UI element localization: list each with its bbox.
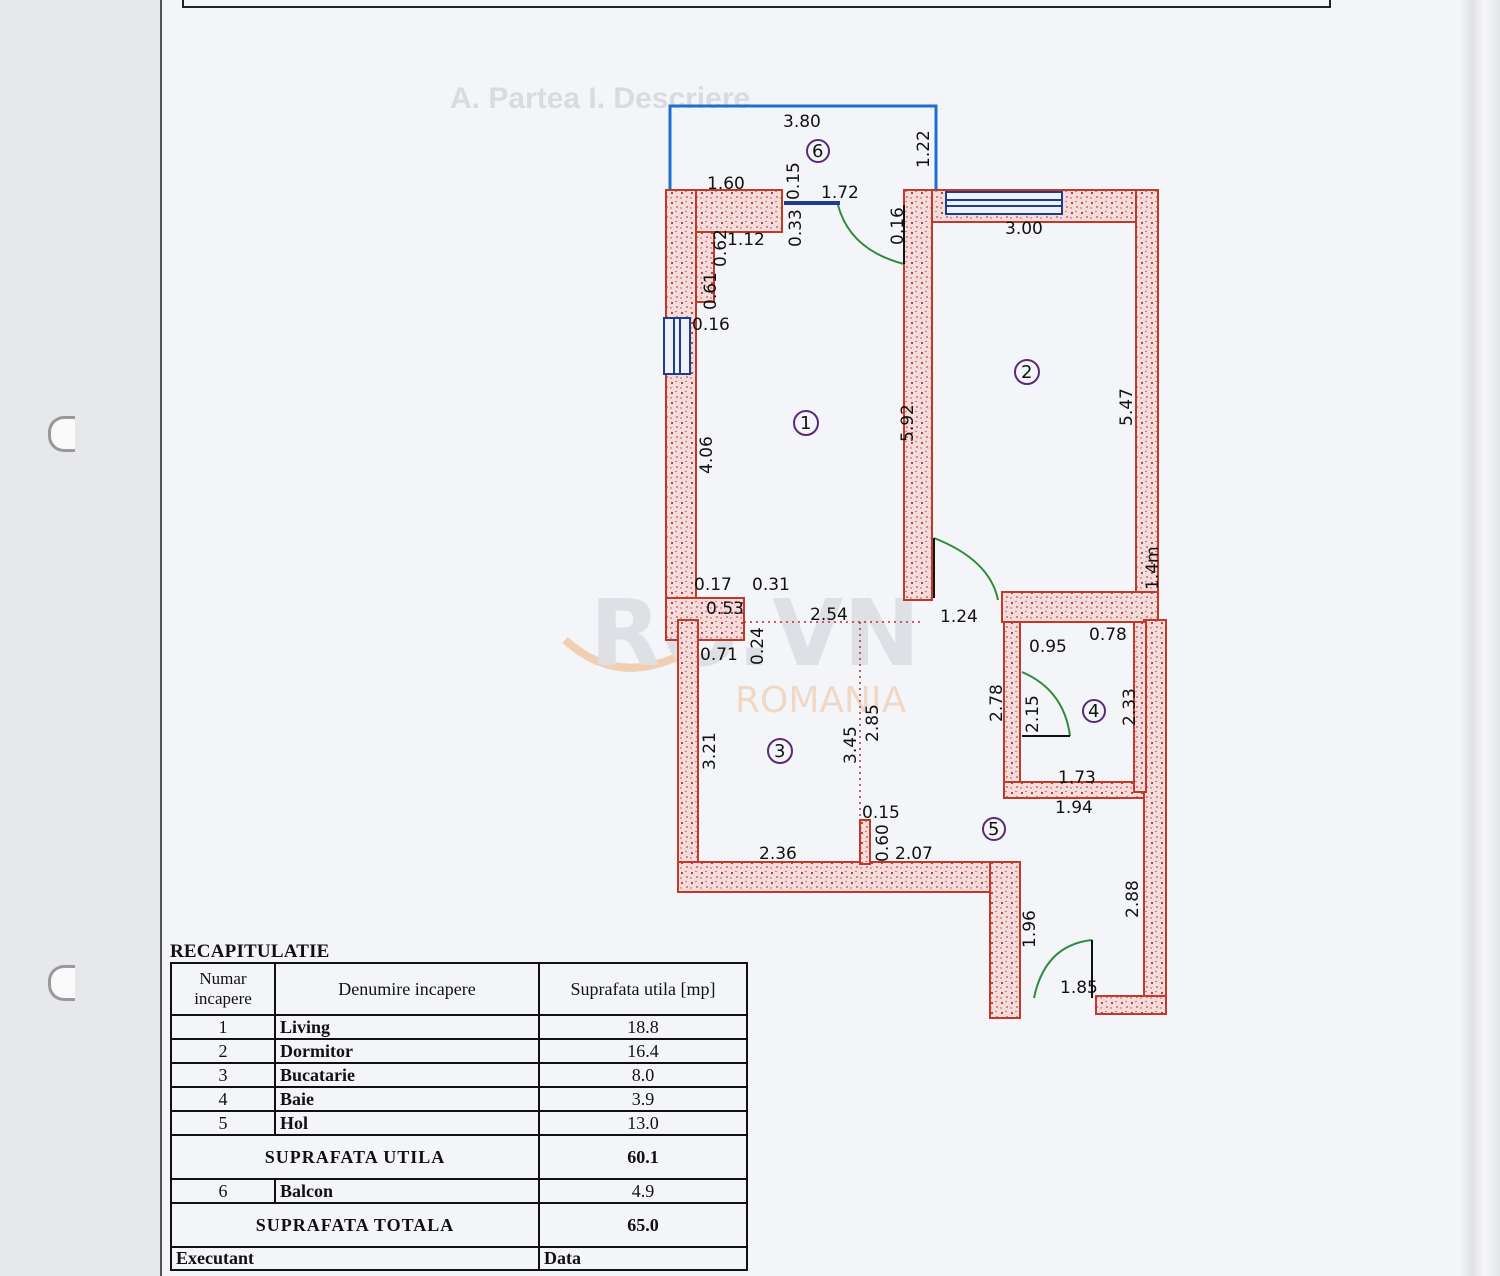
total-area-row: SUPRAFATA TOTALA 65.0 (170, 1202, 748, 1248)
dim-label: 2.88 (1123, 880, 1143, 918)
row-nr: 5 (170, 1110, 276, 1136)
header-nr: Numar incapere (170, 962, 276, 1016)
row-area: 13.0 (538, 1110, 748, 1136)
dim-label: 0.61 (701, 272, 721, 310)
balcony-outline (668, 104, 938, 190)
windows (663, 191, 1063, 375)
binder-hole-bottom (48, 965, 75, 1001)
dim-label: 5.47 (1117, 388, 1137, 426)
dim-label: 0.15 (784, 162, 804, 200)
room-number-6: 6 (812, 141, 823, 162)
dim-label: 1.60 (707, 174, 745, 194)
row-name: Hol (274, 1110, 540, 1136)
dim-label: 2.85 (863, 704, 883, 742)
dim-label: 3.00 (1005, 219, 1043, 239)
dim-label: 2.36 (759, 844, 797, 864)
room-number-1: 1 (800, 413, 811, 434)
dim-label: 1.94 (1055, 798, 1093, 818)
header-name: Denumire incapere (274, 962, 540, 1016)
dim-label: 0.24 (748, 627, 768, 665)
dim-label: 0.62 (711, 229, 731, 267)
row-name: Living (274, 1014, 540, 1040)
row-nr: 3 (170, 1062, 276, 1088)
dim-label: 1.12 (727, 230, 765, 250)
row-nr: 1 (170, 1014, 276, 1040)
useful-area-value: 60.1 (538, 1134, 748, 1180)
stacked-pages-edge (1460, 0, 1500, 1276)
dim-label: 0.31 (752, 575, 790, 595)
dim-label: 0.16 (692, 315, 730, 335)
dim-label: 0.60 (873, 824, 893, 862)
dim-label: 1.85 (1060, 978, 1098, 998)
dim-label: 0.78 (1089, 625, 1127, 645)
dim-label: 0.16 (888, 207, 908, 245)
dim-label: 3.21 (700, 732, 720, 770)
room-number-4: 4 (1088, 701, 1099, 722)
recap-table: Numar incapere Denumire incapere Suprafa… (170, 962, 748, 1271)
table-header-row: Numar incapere Denumire incapere Suprafa… (170, 962, 748, 1016)
table-row: 1 Living 18.8 (170, 1014, 748, 1040)
header-area: Suprafata utila [mp] (538, 962, 748, 1016)
svg-text:ROMANIA: ROMANIA (735, 680, 907, 721)
binder-hole-top (48, 416, 75, 452)
dim-label: 2.07 (895, 844, 933, 864)
table-row: 3 Bucatarie 8.0 (170, 1062, 748, 1088)
top-frame (182, 0, 1331, 8)
room-number-2: 2 (1021, 362, 1032, 383)
row-area: 4.9 (538, 1178, 748, 1204)
dim-label: 4.06 (697, 436, 717, 474)
row-nr: 6 (170, 1178, 276, 1204)
row-name: Balcon (274, 1178, 540, 1204)
total-area-value: 65.0 (538, 1202, 748, 1248)
dim-label: 0.71 (700, 645, 738, 665)
dim-label: 3.45 (841, 726, 861, 764)
useful-area-row: SUPRAFATA UTILA 60.1 (170, 1134, 748, 1180)
row-area: 8.0 (538, 1062, 748, 1088)
table-row: 5 Hol 13.0 (170, 1110, 748, 1136)
row-area: 3.9 (538, 1086, 748, 1112)
watermark-logo: RO.VN ROMANIA (562, 580, 920, 721)
dim-label: 1.4m (1143, 546, 1163, 590)
footer-row: Executant Data (170, 1246, 748, 1271)
dim-label: 1.22 (914, 130, 934, 168)
dim-label: 2.54 (810, 605, 848, 625)
dim-label: 1.72 (821, 183, 859, 203)
dim-label: 2.33 (1120, 688, 1140, 726)
row-name: Bucatarie (274, 1062, 540, 1088)
room-markers (767, 139, 1106, 841)
dim-label: 2.15 (1023, 695, 1043, 733)
dim-label: 0.53 (706, 599, 744, 619)
row-area: 16.4 (538, 1038, 748, 1064)
balcony-row: 6 Balcon 4.9 (170, 1178, 748, 1204)
dim-label: 2.78 (987, 684, 1007, 722)
table-row: 4 Baie 3.9 (170, 1086, 748, 1112)
recap-title: RECAPITULATIE (170, 941, 330, 962)
dimension-labels: 3.80 1.22 1.60 0.15 1.72 0.33 0.16 3.00 … (692, 112, 1163, 998)
dim-label: 1.24 (940, 607, 978, 627)
row-name: Baie (274, 1086, 540, 1112)
svg-text:RO.VN: RO.VN (590, 580, 920, 687)
executant-label: Executant (170, 1246, 540, 1271)
dim-label: 1.73 (1058, 768, 1096, 788)
row-nr: 4 (170, 1086, 276, 1112)
background-heading: A. Partea I. Descriere (450, 82, 751, 115)
dim-label: 3.80 (783, 112, 821, 132)
room-number-5: 5 (988, 819, 999, 840)
room-number-3: 3 (774, 741, 785, 762)
dim-label: 0.17 (694, 575, 732, 595)
total-area-label: SUPRAFATA TOTALA (170, 1202, 540, 1248)
dim-label: 0.95 (1029, 637, 1067, 657)
doors (837, 204, 1093, 999)
date-label: Data (538, 1246, 748, 1271)
row-name: Dormitor (274, 1038, 540, 1064)
table-row: 2 Dormitor 16.4 (170, 1038, 748, 1064)
dim-label: 0.33 (786, 209, 806, 247)
dim-label: 5.92 (898, 404, 918, 442)
row-nr: 2 (170, 1038, 276, 1064)
useful-area-label: SUPRAFATA UTILA (170, 1134, 540, 1180)
dim-label: 1.96 (1020, 910, 1040, 948)
row-area: 18.8 (538, 1014, 748, 1040)
dim-label: 0.15 (862, 803, 900, 823)
